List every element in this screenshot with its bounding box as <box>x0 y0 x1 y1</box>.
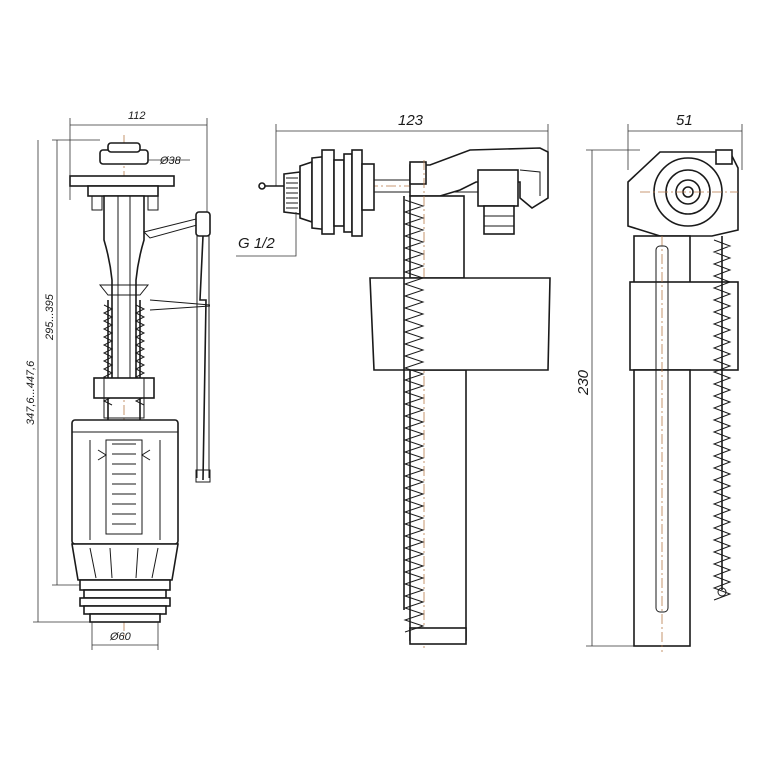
fill-float <box>369 277 551 371</box>
dim-width-123: 123 <box>275 112 549 186</box>
dim-label-347-447: 347,6...447,6 <box>25 360 37 425</box>
dim-width-112: 112 <box>69 110 208 220</box>
valve-head <box>409 147 549 235</box>
dim-total-height: 347,6...447,6 <box>25 140 90 623</box>
fill-tube <box>409 160 467 648</box>
dim-label-51: 51 <box>676 112 693 129</box>
dim-label-base-diameter: Ø60 <box>109 631 132 643</box>
thread-label: G 1/2 <box>238 235 275 252</box>
dim-label-230: 230 <box>575 369 592 396</box>
fill-valve-side-view: 123 G 1/2 <box>236 112 551 648</box>
front-chain <box>712 236 732 601</box>
front-head <box>627 149 739 237</box>
drain-valve-view: 112 295...395 347,6...447,6 Ø38 <box>25 110 211 650</box>
dim-label-112: 112 <box>128 110 146 122</box>
dim-width-51: 51 <box>627 112 743 170</box>
drain-lever-rod <box>143 211 211 483</box>
drain-cap: Ø38 <box>69 142 190 211</box>
fill-chain <box>403 196 425 633</box>
dim-label-123: 123 <box>398 112 424 129</box>
dim-height-range: 295...395 <box>44 139 100 586</box>
dim-label-cap-diameter: Ø38 <box>159 155 182 167</box>
drain-base: Ø60 <box>71 543 179 650</box>
inlet-fitting: G 1/2 <box>236 149 480 257</box>
drain-cylinder <box>71 419 179 545</box>
dim-label-295-395: 295...395 <box>44 293 56 341</box>
dim-height-230: 230 <box>575 149 640 647</box>
drain-nut <box>93 377 155 419</box>
fill-valve-front-view: 51 230 <box>575 112 743 652</box>
